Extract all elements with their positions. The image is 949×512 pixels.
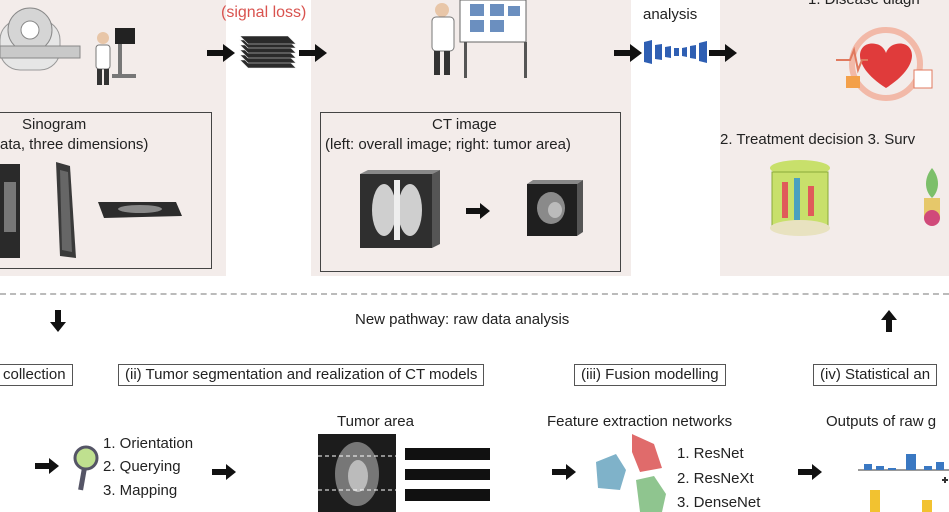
- treatment-icon: [770, 160, 830, 236]
- treatment-decision-label: 2. Treatment decision 3. Surv: [720, 131, 916, 148]
- neural-network-icon: [644, 40, 707, 64]
- right-arrow-icon: [552, 464, 576, 480]
- right-arrow-icon: [212, 464, 236, 480]
- sinogram-title: Sinogram: [22, 116, 87, 133]
- tumor-area-image: [318, 434, 396, 512]
- right-arrow-icon: [709, 44, 737, 62]
- magnifier-icon: [73, 445, 99, 491]
- step-mapping: 3. Mapping: [103, 482, 178, 499]
- stage-fusion-label: (iii) Fusion modelling: [574, 364, 726, 386]
- disease-diagnosis-label: 1. Disease diagn: [808, 0, 920, 8]
- right-arrow-icon: [299, 44, 327, 62]
- radiologist-board-illustration: [431, 0, 527, 78]
- right-arrow-icon: [466, 203, 490, 219]
- ct-image-title: CT image: [432, 116, 497, 133]
- sinogram-images: [0, 162, 182, 258]
- outputs-label: Outputs of raw g: [826, 413, 937, 430]
- sinogram-subtitle: ata, three dimensions): [0, 136, 149, 153]
- right-arrow-icon: [207, 44, 235, 62]
- stage-collection-label: collection: [0, 364, 73, 386]
- slice-bar: [405, 469, 490, 480]
- step-orientation: 1. Orientation: [103, 435, 194, 452]
- stage-statistical-label: (iv) Statistical an: [813, 364, 938, 386]
- ct-image-subtitle: (left: overall image; right: tumor area): [325, 136, 571, 153]
- down-arrow-icon: [50, 310, 66, 332]
- step-querying: 2. Querying: [103, 458, 181, 475]
- ct-overall-image: [360, 170, 440, 248]
- heart-diagnosis-icon: [836, 27, 933, 101]
- network-resnet: 1. ResNet: [677, 445, 744, 462]
- network-densenet: 3. DenseNet: [677, 494, 761, 511]
- ct-image-box: [320, 112, 621, 272]
- right-arrow-icon: [798, 464, 822, 480]
- slice-stack-illustration: [239, 36, 297, 69]
- slice-bar: [405, 489, 490, 501]
- tumor-area-label: Tumor area: [337, 413, 414, 430]
- survival-icon: [924, 168, 940, 226]
- radiomics-analysis-label: analysis: [643, 6, 698, 23]
- divider-line: [0, 293, 949, 295]
- up-arrow-icon: [881, 310, 897, 332]
- right-arrow-icon: [614, 44, 642, 62]
- stage-segmentation-label: (ii) Tumor segmentation and realization …: [118, 364, 485, 386]
- ct-tumor-image: [527, 180, 583, 236]
- network-resnext: 2. ResNeXt: [677, 470, 754, 487]
- ct-scanner-illustration: [0, 7, 136, 85]
- clinical-panel: [720, 0, 949, 276]
- sinogram-box: [0, 112, 212, 269]
- right-arrow-icon: [35, 458, 59, 474]
- slice-bar: [405, 448, 490, 460]
- outputs-bar-illustration: [858, 454, 949, 512]
- network-shapes-illustration: [596, 434, 666, 512]
- new-pathway-label: New pathway: raw data analysis: [355, 311, 570, 328]
- feature-networks-label: Feature extraction networks: [547, 413, 733, 430]
- signal-loss-label: (signal loss): [221, 4, 307, 21]
